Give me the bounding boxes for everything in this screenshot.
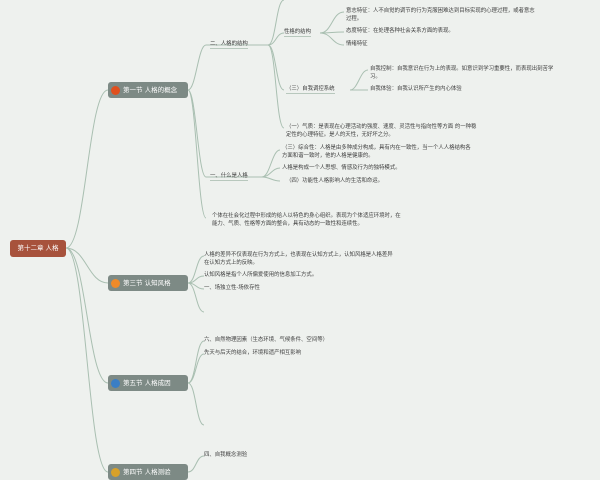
item-field-independence[interactable]: 一、场独立性-场依存性 (204, 285, 260, 291)
topic-self-regulation-system[interactable]: （三）自我调控系统 (286, 86, 335, 94)
section-node-tests[interactable]: 第四节 人格测验 (108, 464, 188, 480)
connector (187, 89, 207, 178)
section-label: 第五节 人格成因 (123, 379, 171, 387)
item-definition[interactable]: 个体在社会化过程中形成的给人以特色的身心组织。表现为个体适应环境时，在 (212, 213, 401, 219)
section-label: 第三节 认知风格 (123, 279, 171, 287)
section-marker-icon (111, 85, 120, 95)
section-label: 第一节 人格的概念 (123, 86, 178, 94)
item-will-trait[interactable]: 意志特征：人不自觉的调节的行为克服困难达到目标实现的心理过程，或者意志 (346, 8, 535, 14)
connector (187, 382, 205, 426)
item-integrity[interactable]: （三）综合性：人格是由多种成分构成，具有内在一致性，当一个人人格结构各 (282, 145, 471, 151)
connector (187, 44, 207, 91)
section-node-cognitive-style[interactable]: 第三节 认知风格 (108, 275, 188, 291)
section-node-concept[interactable]: 第一节 人格的概念 (108, 82, 188, 98)
item-integrity-cont: 方面和谐一致时，他的人格是健康的。 (282, 153, 374, 159)
item-self-control-cont: 习。 (370, 74, 381, 80)
topic-what-is-personality[interactable]: 一、什么是人格 (210, 173, 248, 181)
topic-character-structure[interactable]: 性格的结构 (284, 29, 311, 37)
item-self-concept-test[interactable]: 四、自我概念测验 (204, 452, 248, 458)
connector (65, 247, 109, 384)
item-cognitive-style-definition[interactable]: 认知风格是指个人所偏爱使用的信息加工方式。 (204, 272, 318, 278)
section-node-causes[interactable]: 第五节 人格成因 (108, 375, 188, 391)
section-marker-icon (111, 378, 120, 388)
section-label: 第四节 人格测验 (123, 468, 171, 476)
connector (261, 149, 281, 178)
item-unique-pattern[interactable]: 人格是构成一个人思想、情感及行为的独特模式。 (282, 165, 401, 171)
connector (65, 247, 109, 473)
item-emotion-trait[interactable]: 情绪特征 (346, 41, 368, 47)
item-self-experience[interactable]: 自我体验：自我认识所产生的内心体验 (370, 86, 462, 92)
section-marker-icon (111, 278, 120, 288)
section-marker-icon (111, 467, 120, 477)
item-cognitive-difference-cont: 在认知方式上的反映。 (204, 260, 258, 266)
topic-personality-structure[interactable]: 二、人格的结构 (210, 41, 248, 49)
root-node-chapter-12[interactable]: 第十二章 人格 (10, 240, 66, 257)
item-self-control[interactable]: 自我控制：自我意识在行为上的表现。如意识到学习重要性，而表现出刻苦学 (370, 66, 554, 72)
item-will-trait-cont: 过程。 (346, 16, 363, 22)
connector (187, 455, 205, 473)
item-natural-physical-factors[interactable]: 六、自然物理因素（生态环境、气候条件、空间等） (204, 337, 328, 343)
connector (65, 247, 109, 284)
connector (65, 89, 109, 249)
item-definition-cont: 能力、气质、性格等方面的整合，具有动态的一致性和连续性。 (212, 221, 363, 227)
connector (267, 44, 285, 129)
connector (261, 176, 281, 182)
connector (267, 32, 285, 46)
connector (187, 340, 205, 384)
connector (319, 11, 345, 34)
item-nature-nurture[interactable]: 先天与后天的结合，环境和遗产相互影响 (204, 350, 302, 356)
item-cognitive-difference[interactable]: 人格的差异不仅表现在行为方式上，也表现在认知方式上，认知风格是人格差异 (204, 252, 393, 258)
connector (187, 282, 205, 313)
connector (187, 255, 205, 284)
item-function[interactable]: （四）功能性人格影响人的生活和命运。 (286, 178, 384, 184)
item-attitude-trait[interactable]: 态度特征：在处理各种社会关系方面的表现。 (346, 28, 454, 34)
connector (187, 353, 205, 384)
item-temperament[interactable]: （一）气质：是表现在心理活动的强度、速度、灵活性与指向性等方面 的一种稳 (286, 124, 477, 130)
connector (267, 0, 285, 46)
item-temperament-cont: 定性的心理特征。是人的天性，无好坏之分。 (286, 132, 394, 138)
connector (187, 89, 207, 219)
connector (319, 32, 345, 46)
connector (349, 69, 369, 91)
